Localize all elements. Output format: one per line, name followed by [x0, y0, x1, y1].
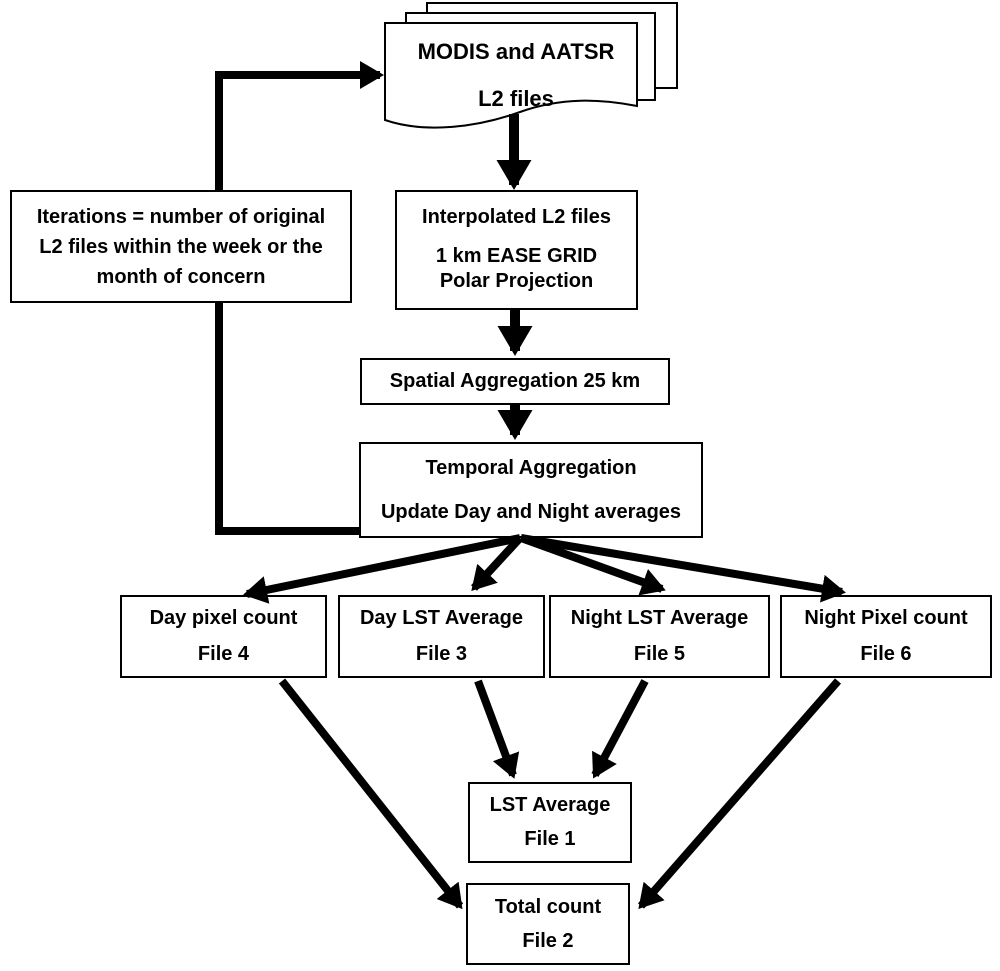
node-label: Temporal Aggregation — [425, 456, 637, 479]
node-label: Day LST Average — [359, 607, 524, 629]
node-label: File 3 — [415, 643, 468, 665]
arrow-temporal-to-day-lst — [471, 535, 523, 591]
node-label: File 1 — [524, 828, 576, 850]
node-day-pixel-count-file4: Day pixel count File 4 — [120, 595, 327, 678]
node-total-count-file2: Total count File 2 — [466, 883, 630, 965]
node-label: Night LST Average — [570, 607, 749, 629]
node-label: Interpolated L2 files — [422, 206, 611, 228]
node-label: Iterations = number of original — [36, 205, 326, 228]
node-label: File 4 — [197, 643, 250, 665]
node-label: Update Day and Night averages — [380, 500, 682, 523]
node-label: 1 km EASE GRID — [435, 245, 598, 267]
node-day-lst-average-file3: Day LST Average File 3 — [338, 595, 545, 678]
arrow-night-pixel-to-total-count — [637, 678, 842, 910]
node-iterations-note: Iterations = number of original L2 files… — [10, 190, 352, 303]
node-label: File 6 — [860, 643, 912, 665]
node-label: month of concern — [96, 265, 266, 288]
node-night-lst-average-file5: Night LST Average File 5 — [549, 595, 770, 678]
arrow-loop-temporal-to-source — [215, 61, 384, 535]
node-label: L2 files — [478, 85, 554, 111]
node-lst-average-file1: LST Average File 1 — [468, 782, 632, 863]
arrow-temporal-to-night-pixel — [520, 534, 846, 603]
node-source-files: MODIS and AATSR L2 files — [397, 33, 635, 117]
node-label: LST Average — [489, 794, 611, 816]
node-label: Total count — [494, 895, 602, 918]
arrow-day-lst-to-lst-average — [474, 679, 520, 779]
node-label: L2 files within the week or the — [39, 235, 323, 258]
node-label: Spatial Aggregation 25 km — [389, 370, 641, 392]
arrow-day-pixel-to-total-count — [278, 678, 464, 910]
node-label: Polar Projection — [439, 270, 594, 292]
arrow-temporal-to-day-pixel — [243, 534, 521, 604]
node-label: File 2 — [522, 929, 574, 952]
node-label: File 5 — [633, 643, 686, 665]
node-label: Night Pixel count — [804, 607, 968, 629]
node-interpolated-l2-files: Interpolated L2 files 1 km EASE GRID Pol… — [395, 190, 638, 310]
arrow-night-lst-to-lst-average — [591, 679, 649, 779]
node-spatial-aggregation: Spatial Aggregation 25 km — [360, 358, 670, 405]
node-night-pixel-count-file6: Night Pixel count File 6 — [780, 595, 992, 678]
node-label: MODIS and AATSR — [417, 38, 615, 64]
node-label: Day pixel count — [149, 607, 298, 629]
arrow-temporal-to-night-lst — [519, 534, 666, 596]
node-temporal-aggregation: Temporal Aggregation Update Day and Nigh… — [359, 442, 703, 538]
